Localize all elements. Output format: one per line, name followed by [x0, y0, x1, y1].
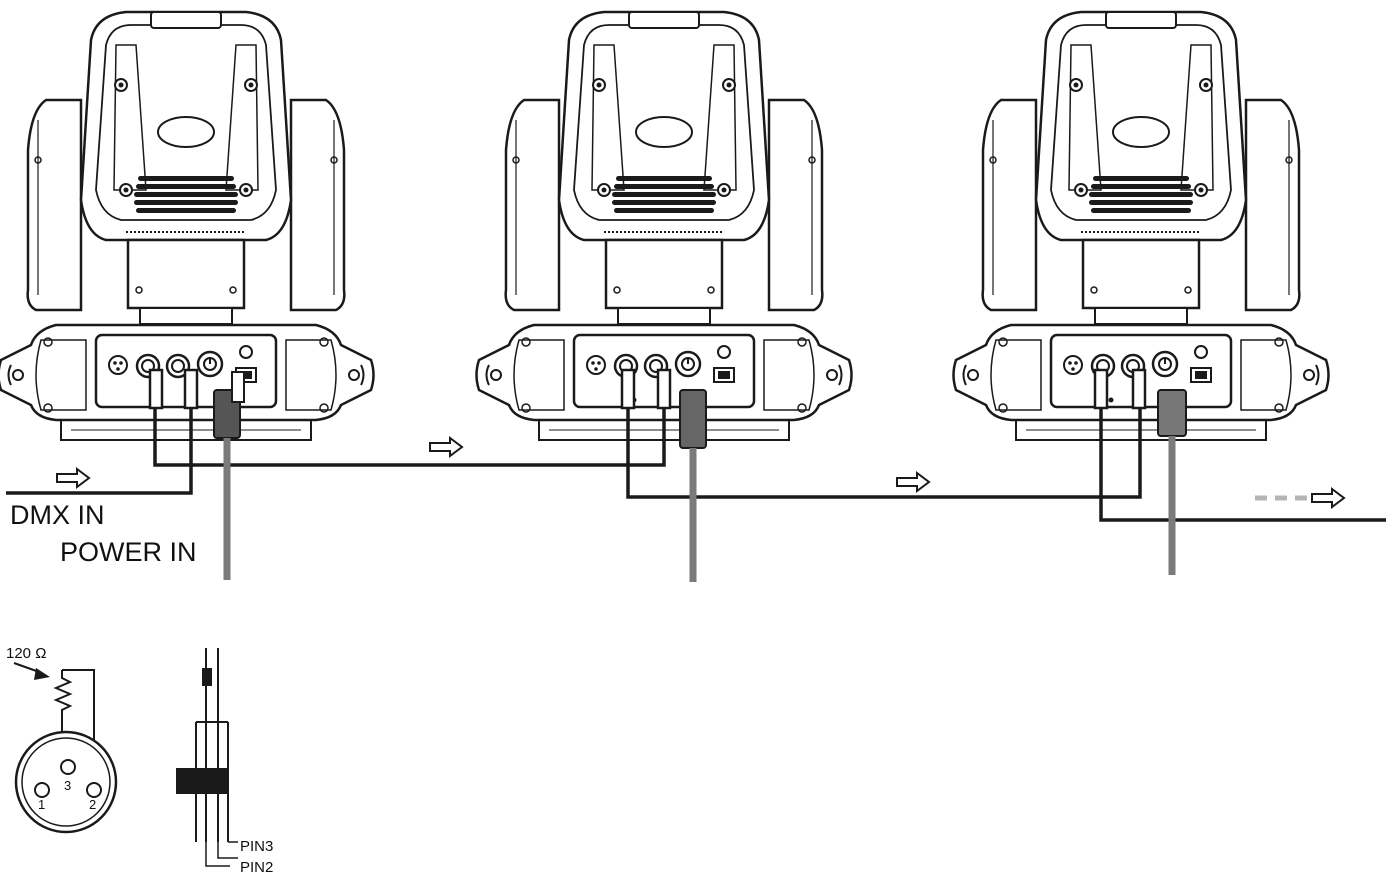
pin-3-label: 3	[64, 778, 71, 793]
xlr-connector-icon	[148, 368, 1147, 410]
pin-1-label: 1	[38, 797, 45, 812]
resistor-label: 120 Ω	[6, 645, 46, 662]
pin2-label: PIN2	[240, 859, 273, 876]
dmx-cable-link-1	[153, 400, 666, 467]
dmx-cable-output	[1099, 400, 1386, 522]
pin3-label: PIN3	[240, 838, 273, 855]
cable-section-diagram: PIN3 PIN2	[176, 648, 273, 876]
pin-2-label: 2	[89, 797, 96, 812]
power-plug-icon	[213, 371, 1187, 582]
terminator-diagram: 120 Ω 1 3 2	[6, 645, 118, 834]
power-in-label: POWER IN	[60, 537, 197, 567]
dmx-cable-link-2	[626, 400, 1142, 499]
dmx-cable-input	[6, 400, 193, 495]
dmx-in-label: DMX IN	[10, 500, 105, 530]
